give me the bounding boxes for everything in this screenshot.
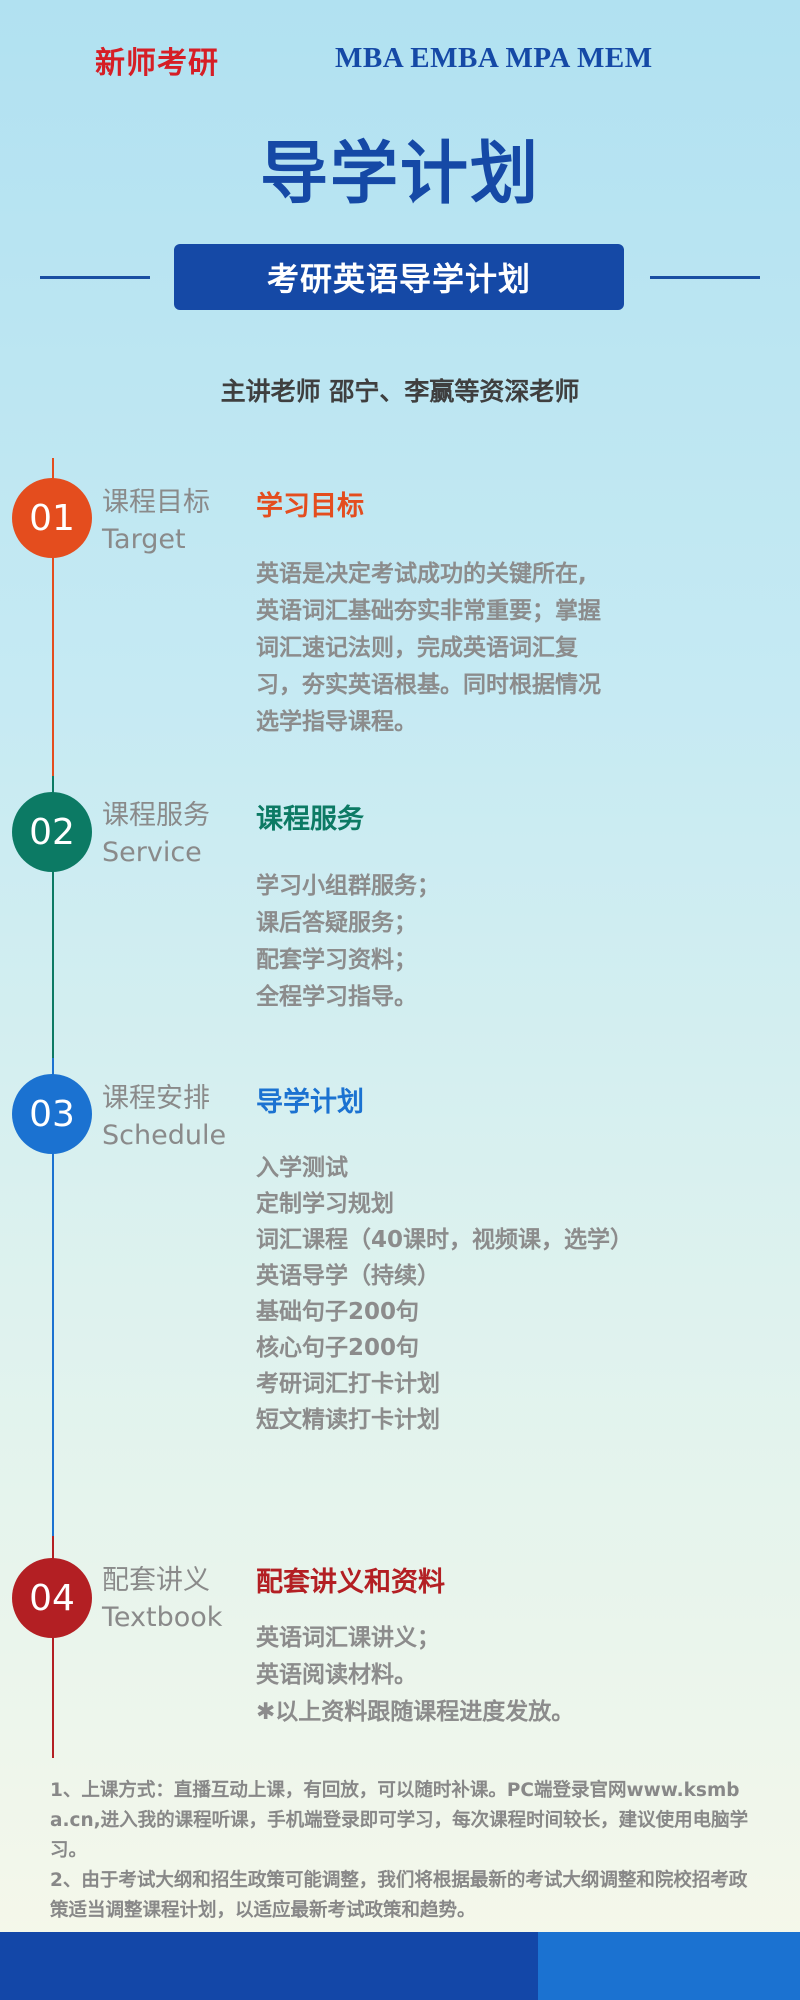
section-number: 01	[29, 497, 75, 539]
body-line: 核心句子200句	[256, 1335, 420, 1361]
footer-bar-left	[0, 1932, 538, 2000]
body-line: 配套学习资料；	[256, 947, 417, 973]
section-body: 学习小组群服务； 课后答疑服务； 配套学习资料； 全程学习指导。	[256, 868, 440, 1016]
program-list: MBA EMBA MPA MEM	[335, 42, 653, 74]
body-line: 全程学习指导。	[256, 984, 417, 1010]
body-line: 基础句子200句	[256, 1299, 420, 1325]
section-number-badge: 03	[12, 1074, 92, 1154]
body-line: 英语阅读材料。	[256, 1662, 417, 1688]
section-label-cn: 课程目标	[102, 487, 210, 518]
section-body: 英语词汇课讲义； 英语阅读材料。 ✱以上资料跟随课程进度发放。	[256, 1620, 574, 1731]
body-line: 词汇课程（40课时，视频课，选学）	[256, 1227, 634, 1253]
body-line: 定制学习规划	[256, 1191, 394, 1217]
section-label: 配套讲义 Textbook	[102, 1562, 222, 1636]
body-line: 短文精读打卡计划	[256, 1407, 440, 1433]
section-label-cn: 配套讲义	[102, 1565, 210, 1596]
section-number-badge: 04	[12, 1558, 92, 1638]
section-label: 课程目标 Target	[102, 484, 210, 558]
section-label-en: Service	[102, 837, 202, 868]
timeline-line-4	[52, 1536, 54, 1758]
body-line: 入学测试	[256, 1155, 348, 1181]
section-title: 配套讲义和资料	[256, 1567, 445, 1598]
section-title: 导学计划	[256, 1087, 364, 1118]
section-number: 02	[29, 811, 75, 853]
body-line: 课后答疑服务；	[256, 910, 417, 936]
section-label: 课程服务 Service	[102, 797, 210, 871]
teacher-line: 主讲老师 邵宁、李赢等资深老师	[220, 377, 580, 406]
body-line: 英语是决定考试成功的关键所在,	[256, 561, 587, 587]
footer-bar-right	[538, 1932, 800, 2000]
section-number-badge: 02	[12, 792, 92, 872]
timeline-line-3	[52, 1058, 54, 1536]
timeline-line-2	[52, 776, 54, 1058]
body-line: 考研词汇打卡计划	[256, 1371, 440, 1397]
banner-rule-right	[650, 276, 760, 279]
brand-logo-text: 新师考研	[95, 46, 219, 81]
body-line: 选学指导课程。	[256, 709, 417, 735]
section-title: 课程服务	[256, 804, 364, 835]
section-label-en: Textbook	[102, 1602, 223, 1633]
section-label-cn: 课程安排	[102, 1083, 210, 1114]
body-line: 英语词汇课讲义；	[256, 1625, 440, 1651]
section-title: 学习目标	[256, 491, 364, 522]
body-line: 英语导学（持续）	[256, 1263, 440, 1289]
body-line: 习，夯实英语根基。同时根据情况	[256, 672, 601, 698]
timeline-line-1	[52, 458, 54, 776]
section-body: 入学测试 定制学习规划 词汇课程（40课时，视频课，选学） 英语导学（持续） 基…	[256, 1150, 633, 1438]
section-number: 03	[29, 1093, 75, 1135]
section-label-cn: 课程服务	[102, 800, 210, 831]
body-line: ✱以上资料跟随课程进度发放。	[256, 1699, 575, 1725]
page-title: 导学计划	[259, 134, 540, 214]
section-label: 课程安排 Schedule	[102, 1080, 226, 1154]
banner-rule-left	[40, 276, 150, 279]
section-number-badge: 01	[12, 478, 92, 558]
note-item: 1、上课方式：直播互动上课，有回放，可以随时补课。PC端登录官网www.ksmb…	[50, 1780, 749, 1861]
section-body: 英语是决定考试成功的关键所在, 英语词汇基础夯实非常重要；掌握 词汇速记法则，完…	[256, 556, 601, 741]
section-label-en: Schedule	[102, 1120, 227, 1151]
section-label-en: Target	[102, 524, 186, 555]
notes-block: 1、上课方式：直播互动上课，有回放，可以随时补课。PC端登录官网www.ksmb…	[50, 1776, 750, 1926]
subtitle-banner: 考研英语导学计划	[174, 244, 624, 310]
body-line: 学习小组群服务；	[256, 873, 440, 899]
body-line: 词汇速记法则，完成英语词汇复	[256, 635, 578, 661]
note-item: 2、由于考试大纲和招生政策可能调整，我们将根据最新的考试大纲调整和院校招考政策适…	[50, 1870, 748, 1921]
body-line: 英语词汇基础夯实非常重要；掌握	[256, 598, 601, 624]
section-number: 04	[29, 1577, 75, 1619]
